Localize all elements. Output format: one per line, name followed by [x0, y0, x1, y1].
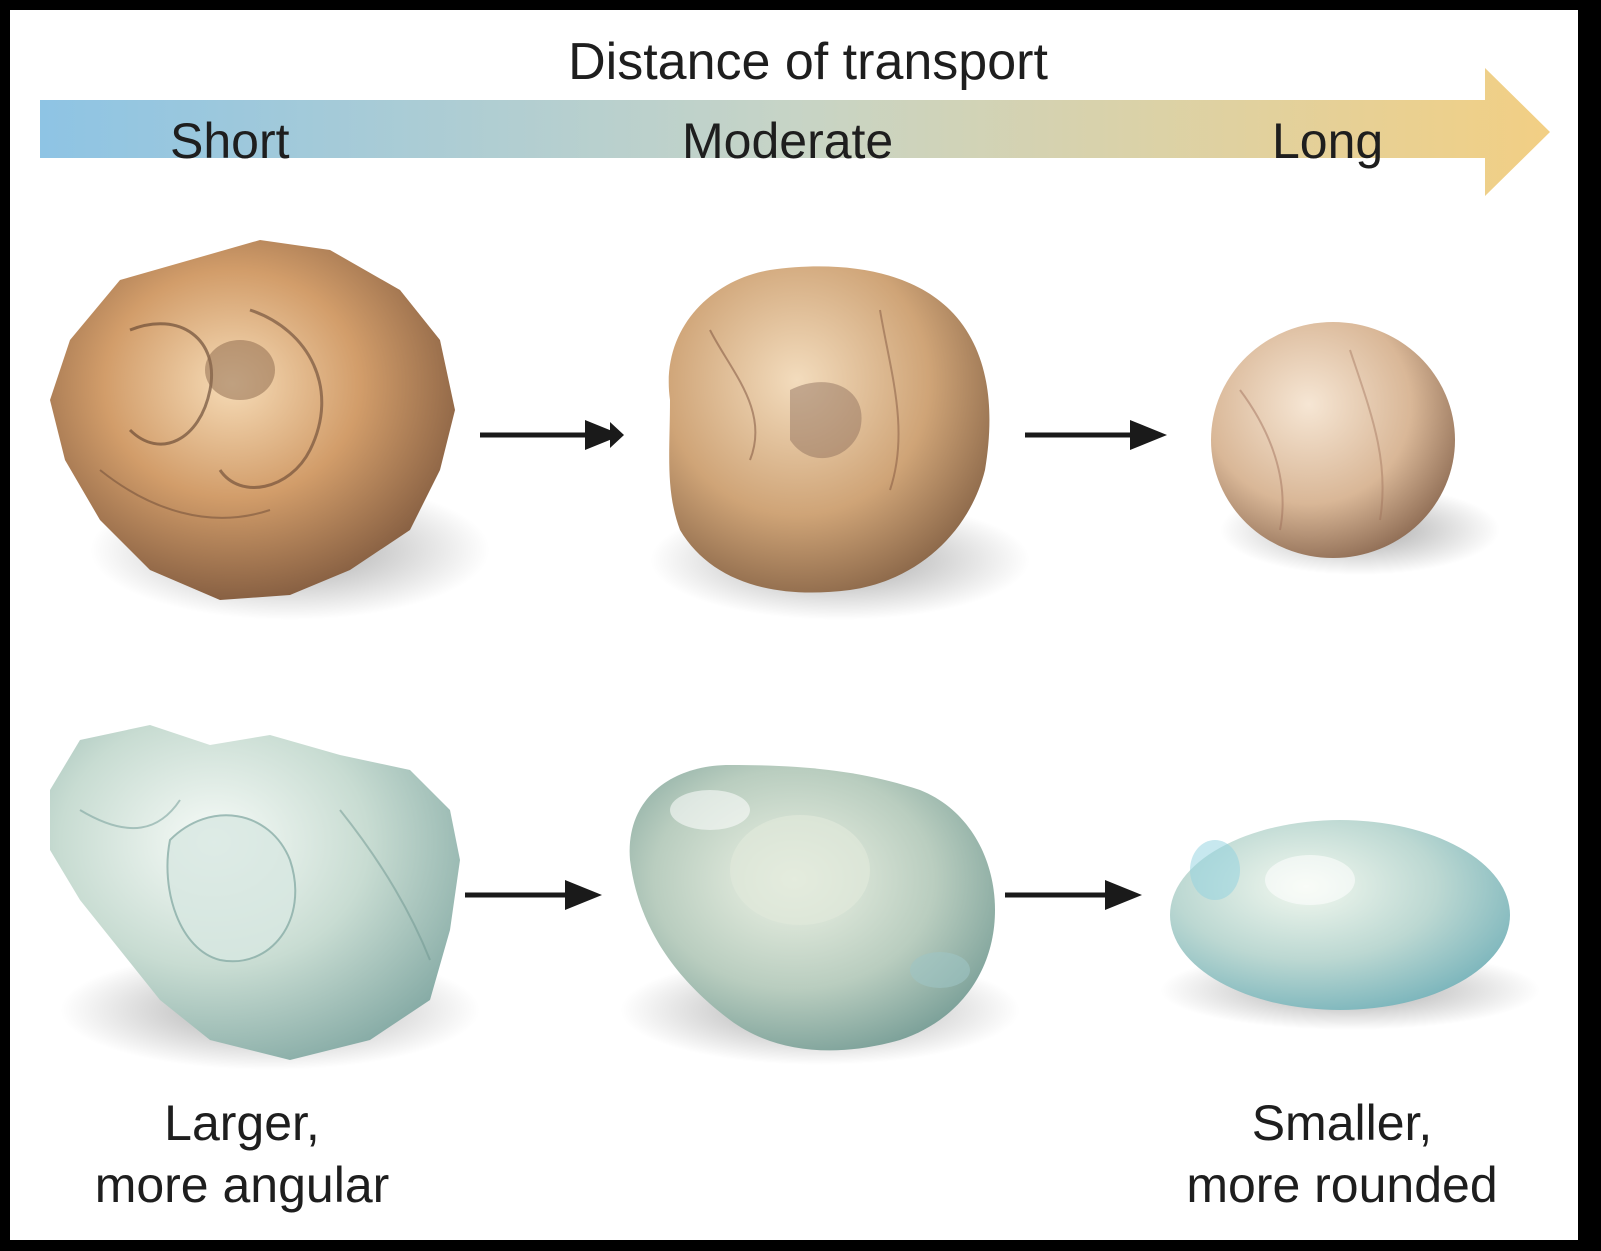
label-smaller-rounded: Smaller, more rounded [1142, 1092, 1542, 1216]
label-larger-line2: more angular [52, 1154, 432, 1216]
label-smaller-line2: more rounded [1142, 1154, 1542, 1216]
stone-green-subrounded [620, 765, 1020, 1065]
label-smaller-line1: Smaller, [1142, 1092, 1542, 1154]
stone-tan-subrounded [650, 266, 1030, 620]
figure-frame: Distance of transport Short Moderate Lon… [10, 10, 1578, 1240]
stone-green-angular [50, 725, 480, 1070]
stone-tan-angular [50, 240, 490, 620]
stone-tan-rounded [1211, 322, 1500, 575]
label-larger-line1: Larger, [52, 1092, 432, 1154]
label-larger-angular: Larger, more angular [52, 1092, 432, 1216]
stones-illustration [10, 10, 1578, 1090]
stone-green-rounded [1160, 820, 1540, 1030]
